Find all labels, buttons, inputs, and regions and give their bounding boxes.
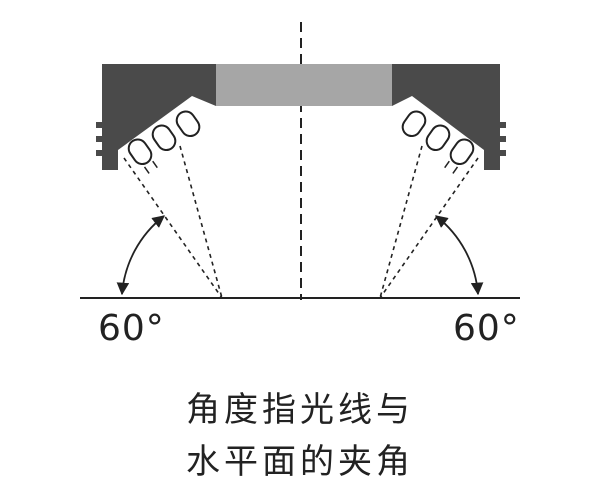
lamp-housing-right bbox=[392, 64, 500, 170]
angle-label-right: 60° bbox=[453, 308, 520, 349]
housing-fin bbox=[96, 122, 104, 128]
caption-line-1: 角度指光线与 bbox=[186, 390, 414, 430]
led-bulb bbox=[425, 124, 451, 152]
led-bulb bbox=[151, 124, 177, 152]
housing-fin bbox=[498, 136, 506, 142]
left-led-group bbox=[127, 110, 201, 174]
led-bulb bbox=[127, 138, 153, 166]
housing-fin bbox=[96, 150, 104, 156]
housing-fin bbox=[96, 136, 104, 142]
caption-line-2: 水平面的夹角 bbox=[186, 442, 414, 482]
dimension-arc-arrow-icon bbox=[435, 215, 484, 296]
angle-label-left: 60° bbox=[98, 308, 165, 349]
led-bulb bbox=[449, 138, 475, 166]
left-beam-outer bbox=[123, 157, 223, 299]
lamp-center-panel bbox=[216, 64, 392, 106]
led-bulb bbox=[401, 110, 427, 138]
right-beam-outer bbox=[379, 157, 479, 299]
lamp-housing-left bbox=[102, 64, 216, 170]
led-bulb bbox=[175, 110, 201, 138]
dimension-arc-arrow-icon bbox=[116, 215, 165, 296]
right-led-group bbox=[401, 110, 475, 174]
housing-fin bbox=[498, 122, 506, 128]
housing-fin bbox=[498, 150, 506, 156]
right-beam-inner bbox=[379, 145, 423, 299]
left-beam-inner bbox=[179, 145, 223, 299]
